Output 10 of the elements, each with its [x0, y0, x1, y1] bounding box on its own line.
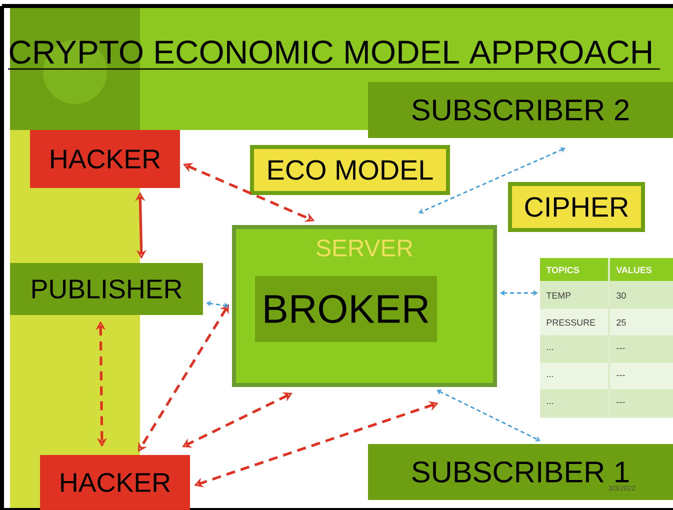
- subscriber-box: SUBSCRIBER 2: [368, 82, 673, 138]
- arrow: [418, 147, 566, 214]
- broker-box: BROKER: [255, 276, 437, 342]
- publisher-box: PUBLISHER: [10, 263, 203, 315]
- data-table: TOPICS VALUES TEMP 30 PRESSURE 25 ... --- ... --- ... ---: [540, 258, 673, 418]
- hacker-box: HACKER: [40, 455, 190, 510]
- hacker-box: HACKER: [30, 130, 180, 188]
- arrow: [500, 290, 538, 296]
- cipher-box: CIPHER: [508, 182, 645, 232]
- model-box: ECO MODEL: [250, 145, 450, 195]
